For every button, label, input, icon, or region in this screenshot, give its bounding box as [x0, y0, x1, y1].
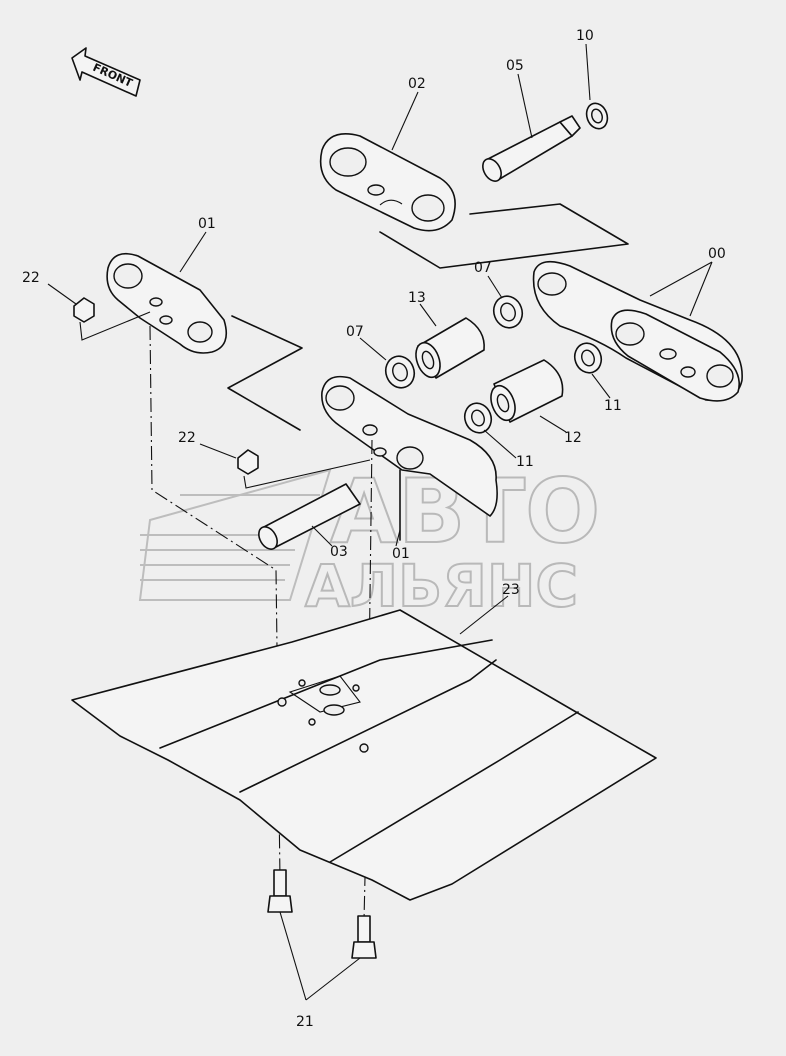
- watermark-logo: [138, 468, 332, 601]
- callout-21: 21: [296, 1014, 314, 1030]
- pin-05: [482, 115, 581, 182]
- axis-line-bolt-right: [363, 439, 373, 921]
- pin-03: [258, 483, 361, 550]
- nut-22-upper: [73, 297, 151, 341]
- assembly-outline-left: [227, 315, 303, 431]
- seal-11-right: [573, 342, 603, 374]
- front-arrow-icon: FRONT: [71, 47, 141, 97]
- nut-22-lower: [237, 449, 371, 489]
- callout-00: 00: [708, 246, 726, 262]
- link-inner-01-center: [321, 375, 498, 541]
- bolt-21-left: [267, 869, 293, 913]
- watermark-line2: АЛЬЯНС: [305, 552, 578, 620]
- callout-11-right: 11: [604, 398, 622, 414]
- callout-05: 05: [506, 58, 524, 74]
- callout-23: 23: [502, 582, 520, 598]
- callout-13: 13: [408, 290, 426, 306]
- callout-12: 12: [564, 430, 582, 446]
- callout-labels: 02 05 10 01 00 22 07 13 07 11 12 11 22 0…: [22, 28, 726, 1030]
- track-shoe-23: [71, 609, 657, 901]
- callout-07-upper: 07: [474, 260, 492, 276]
- bolt-21-right: [351, 915, 377, 959]
- callout-01-center: 01: [392, 546, 410, 562]
- callout-22-upper: 22: [22, 270, 40, 286]
- seal-07-lower: [384, 355, 416, 389]
- callout-11-left: 11: [516, 454, 534, 470]
- callout-22-lower: 22: [178, 430, 196, 446]
- bushing-12: [490, 359, 564, 423]
- snap-ring-10: [585, 102, 609, 130]
- link-assembly-00: [532, 260, 743, 402]
- link-outer-02: [319, 133, 456, 232]
- callout-10: 10: [576, 28, 594, 44]
- callout-02: 02: [408, 76, 426, 92]
- link-inner-01-upper: [106, 252, 228, 354]
- seal-11-left: [463, 402, 493, 434]
- callout-03: 03: [330, 544, 348, 560]
- callout-01-upper: 01: [198, 216, 216, 232]
- bushing-13: [415, 317, 485, 379]
- seal-07-upper: [492, 295, 524, 329]
- callout-07-lower: 07: [346, 324, 364, 340]
- leader-lines: [47, 43, 713, 1001]
- assembly-outline-upper: [379, 203, 629, 269]
- watermark: АВТО АЛЬЯНС: [138, 459, 601, 621]
